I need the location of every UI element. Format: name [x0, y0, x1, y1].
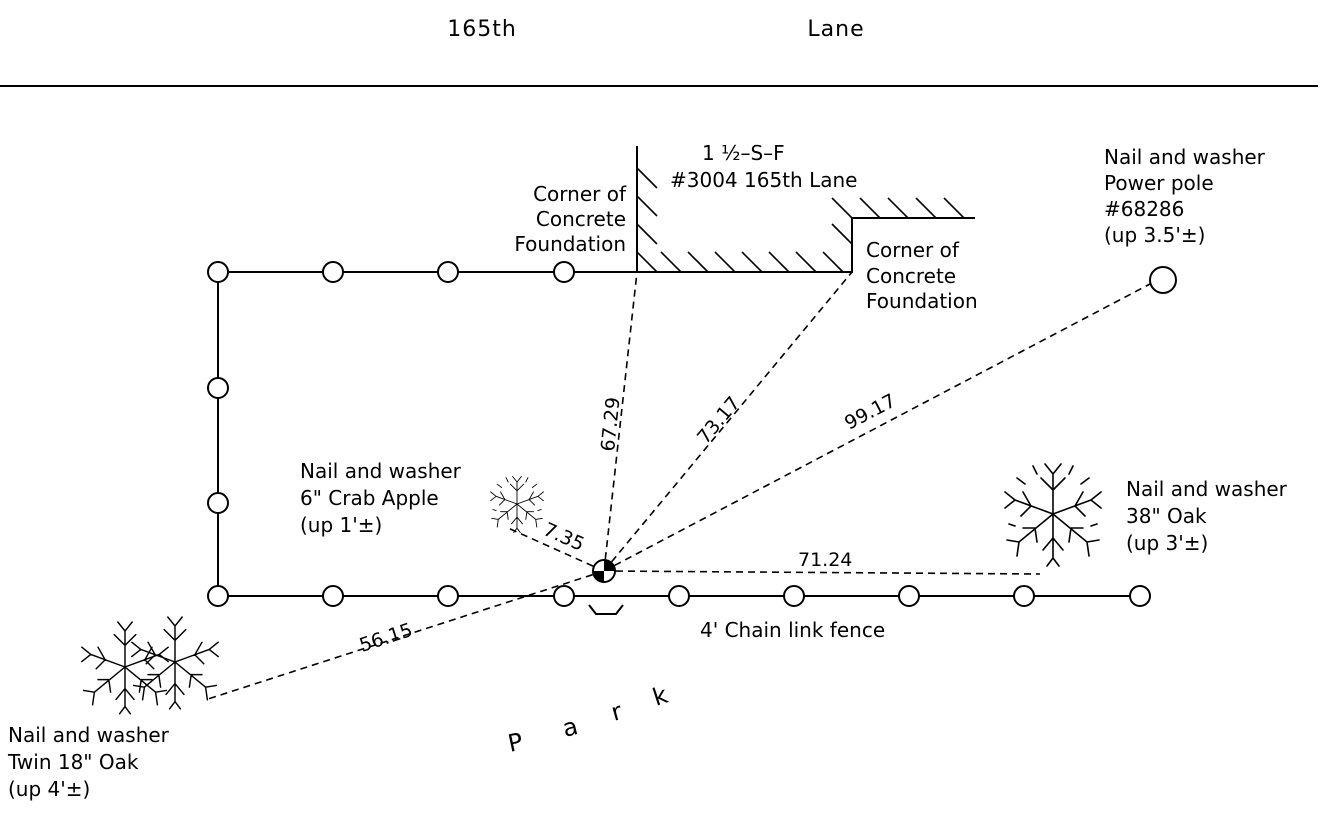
crab-apple-line2: 6" Crab Apple: [300, 486, 439, 510]
twin-oak-line2: Twin 18" Oak: [7, 750, 139, 774]
building-desc-line1: 1 ½–S–F: [702, 141, 785, 165]
fence-post-icon: [322, 585, 344, 607]
fence-post-icon: [207, 377, 229, 399]
fence-post-icon: [207, 492, 229, 514]
tie-line-twin-oak: [204, 570, 605, 701]
fence-post-icon: [553, 585, 575, 607]
twin-oak-line1: Nail and washer: [8, 723, 170, 747]
corner-right-line2: Concrete: [866, 264, 956, 288]
park-letter-a: a: [560, 712, 581, 743]
tie-line-right-corner: [603, 271, 853, 572]
distance-to-twin-oak: 56.15: [357, 619, 416, 657]
fence-post-icon: [668, 585, 690, 607]
twin-oak-label: Nail and washer Twin 18" Oak (up 4'±): [7, 723, 170, 801]
fence-label: 4' Chain link fence: [700, 618, 885, 642]
corner-right-line1: Corner of: [866, 238, 960, 262]
tie-line-oak: [603, 570, 1041, 575]
crab-apple-label: Nail and washer 6" Crab Apple (up 1'±): [300, 459, 462, 537]
corner-right-label: Corner of Concrete Foundation: [866, 238, 978, 313]
fence-post-icon: [783, 585, 805, 607]
crab-apple-tree-icon: [490, 476, 544, 534]
distance-to-left-corner: 67.29: [597, 396, 625, 452]
power-pole-line4: (up 3.5'±): [1104, 223, 1205, 247]
fence-post-icon: [207, 585, 229, 607]
foundation-hatching: [636, 167, 965, 273]
power-pole: Nail and washer Power pole #68286 (up 3.…: [1104, 145, 1266, 294]
distance-to-power-pole: 99.17: [841, 390, 899, 435]
corner-left-line2: Concrete: [536, 207, 626, 231]
oak-label: Nail and washer 38" Oak (up 3'±): [1126, 477, 1288, 555]
gate-symbol-icon: [588, 604, 624, 615]
fence-post-icon: [437, 585, 459, 607]
tie-line-left-corner: [603, 271, 638, 572]
nail-washer-monument-icon: [592, 559, 616, 583]
fence: 4' Chain link fence: [207, 261, 1151, 642]
oak-line3: (up 3'±): [1126, 531, 1208, 555]
twin-oak-line3: (up 4'±): [8, 777, 90, 801]
fence-post-icon: [553, 261, 575, 283]
park-letter-k: k: [649, 681, 671, 712]
twin-oak-tree-icon: [81, 616, 219, 715]
fence-post-icon: [322, 261, 344, 283]
building-desc-line2: #3004 165th Lane: [670, 168, 857, 192]
corner-left-line1: Corner of: [533, 182, 627, 206]
fence-posts: [207, 261, 1151, 607]
power-pole-line2: Power pole: [1104, 171, 1214, 195]
oak-tree-icon: [1004, 463, 1102, 567]
distance-to-crab-apple: 7.35: [540, 518, 588, 555]
fence-post-icon: [1129, 585, 1151, 607]
power-pole-icon: [1149, 266, 1177, 294]
park-letter-p: P: [505, 727, 525, 757]
crab-apple-line3: (up 1'±): [300, 513, 382, 537]
street: 165th Lane: [0, 17, 1318, 87]
park-label: P a r k: [505, 681, 671, 758]
house-foundation: 1 ½–S–F #3004 165th Lane: [636, 141, 975, 273]
distance-to-oak: 71.24: [798, 549, 852, 571]
fence-post-icon: [898, 585, 920, 607]
fence-post-icon: [1013, 585, 1035, 607]
corner-left-line3: Foundation: [514, 232, 626, 256]
power-pole-line1: Nail and washer: [1104, 145, 1266, 169]
distance-labels: 67.29 73.17 99.17 7.35 71.24 56.15: [357, 390, 900, 657]
street-name-word2: Lane: [807, 17, 864, 42]
corner-left-label: Corner of Concrete Foundation: [514, 182, 627, 256]
oak-line1: Nail and washer: [1126, 477, 1288, 501]
fence-post-icon: [437, 261, 459, 283]
park-letter-r: r: [608, 697, 625, 727]
power-pole-line3: #68286: [1104, 197, 1184, 221]
oak-line2: 38" Oak: [1126, 504, 1207, 528]
tie-lines: [204, 271, 1151, 701]
corner-right-line3: Foundation: [866, 289, 978, 313]
street-name-word1: 165th: [447, 17, 517, 42]
distance-to-right-corner: 73.17: [693, 392, 745, 448]
tie-line-power-pole: [603, 283, 1151, 572]
tie-line-crab-apple: [507, 527, 605, 572]
crab-apple-line1: Nail and washer: [300, 459, 462, 483]
fence-post-icon: [207, 261, 229, 283]
